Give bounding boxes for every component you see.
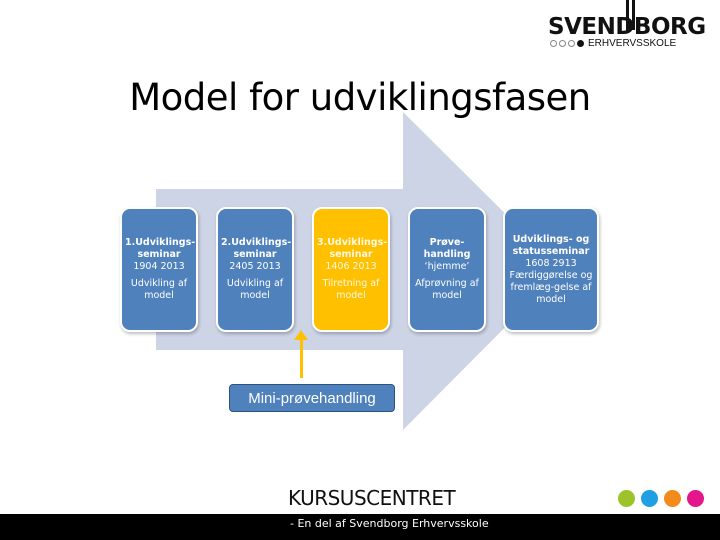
step-description: Tilretning af model bbox=[322, 278, 380, 301]
step-description: Udvikling af model bbox=[130, 278, 188, 301]
step-box-1: 1.Udviklings-seminar 1904 2013 Udvikling… bbox=[120, 207, 198, 332]
pink-dot-icon bbox=[687, 490, 704, 507]
step-heading: 2.Udviklings-seminar bbox=[221, 237, 292, 260]
up-arrow-shaft bbox=[300, 333, 303, 378]
step-box-4: Prøve-handling ‘hjemme’ Afprøvning af mo… bbox=[408, 207, 486, 332]
logo-subtitle-row: ERHVERVSSKOLE bbox=[550, 38, 676, 49]
step-heading: Udviklings- og statusseminar bbox=[512, 233, 590, 257]
footer-bar bbox=[0, 514, 720, 540]
orange-dot-icon bbox=[664, 490, 681, 507]
filled-circle-icon bbox=[577, 40, 584, 47]
step-description: Afprøvning af model bbox=[415, 278, 479, 301]
step-description: Udvikling af model bbox=[226, 278, 284, 301]
callout-label: Mini-prøvehandling bbox=[229, 384, 395, 412]
step-box-3: 3.Udviklings-seminar 1406 2013 Tilretnin… bbox=[312, 207, 390, 332]
blue-dot-icon bbox=[641, 490, 658, 507]
step-date: 2405 2013 bbox=[229, 261, 281, 272]
step-heading: Prøve-handling bbox=[423, 237, 471, 260]
logo-wordmark: SVENDBORG bbox=[548, 14, 706, 40]
slide-title: Model for udviklingsfasen bbox=[129, 76, 591, 119]
step-date: 1904 2013 bbox=[133, 261, 185, 272]
step-date: ‘hjemme’ bbox=[424, 261, 470, 272]
logo-bar bbox=[626, 0, 629, 30]
step-description: Færdiggørelse og fremlæg-gelse af model bbox=[509, 269, 593, 305]
circle-icon bbox=[550, 40, 557, 47]
step-date: 1608 2913 bbox=[525, 257, 577, 269]
svendborg-logo: SVENDBORG ERHVERVSSKOLE bbox=[548, 0, 706, 52]
footer-title: KURSUSCENTRET bbox=[288, 486, 456, 510]
footer-subtitle: - En del af Svendborg Erhvervsskole bbox=[290, 517, 489, 530]
circle-icon bbox=[568, 40, 575, 47]
color-dots bbox=[618, 490, 704, 507]
green-dot-icon bbox=[618, 490, 635, 507]
step-heading: 1.Udviklings-seminar bbox=[125, 237, 196, 260]
logo-bar bbox=[632, 0, 635, 30]
step-box-5: Udviklings- og statusseminar 1608 2913 F… bbox=[503, 207, 599, 332]
circle-icon bbox=[559, 40, 566, 47]
step-heading: 3.Udviklings-seminar bbox=[317, 237, 388, 260]
step-date: 1406 2013 bbox=[325, 261, 377, 272]
logo-subtitle: ERHVERVSSKOLE bbox=[588, 38, 677, 49]
step-box-2: 2.Udviklings-seminar 2405 2013 Udvikling… bbox=[216, 207, 294, 332]
